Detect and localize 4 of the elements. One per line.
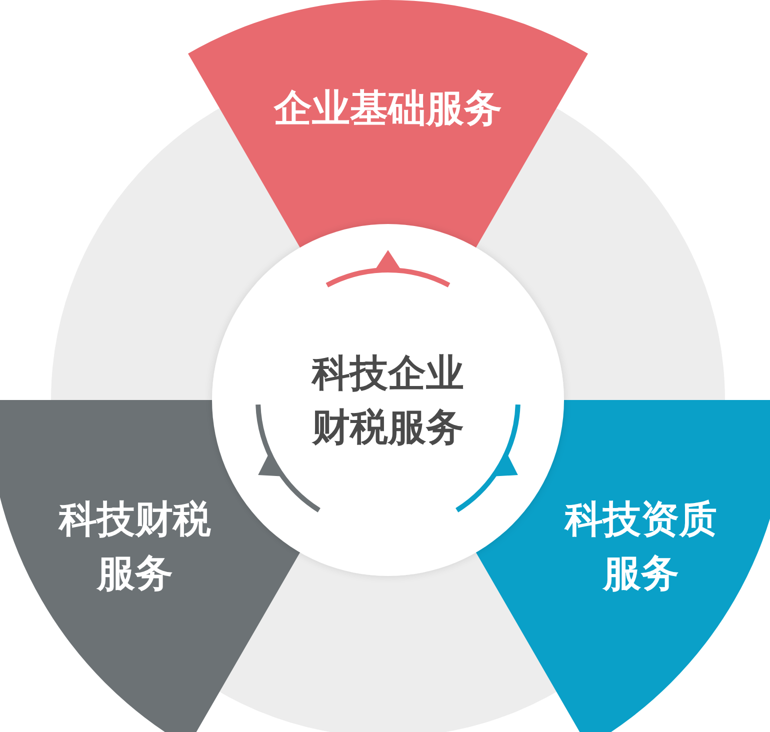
center-title: 科技企业财税服务 [310, 350, 465, 451]
sector-title: 企业基础服务 [272, 85, 503, 132]
sector-title: 科技资质服务 [563, 496, 718, 597]
sector-title: 科技财税服务 [57, 496, 212, 597]
